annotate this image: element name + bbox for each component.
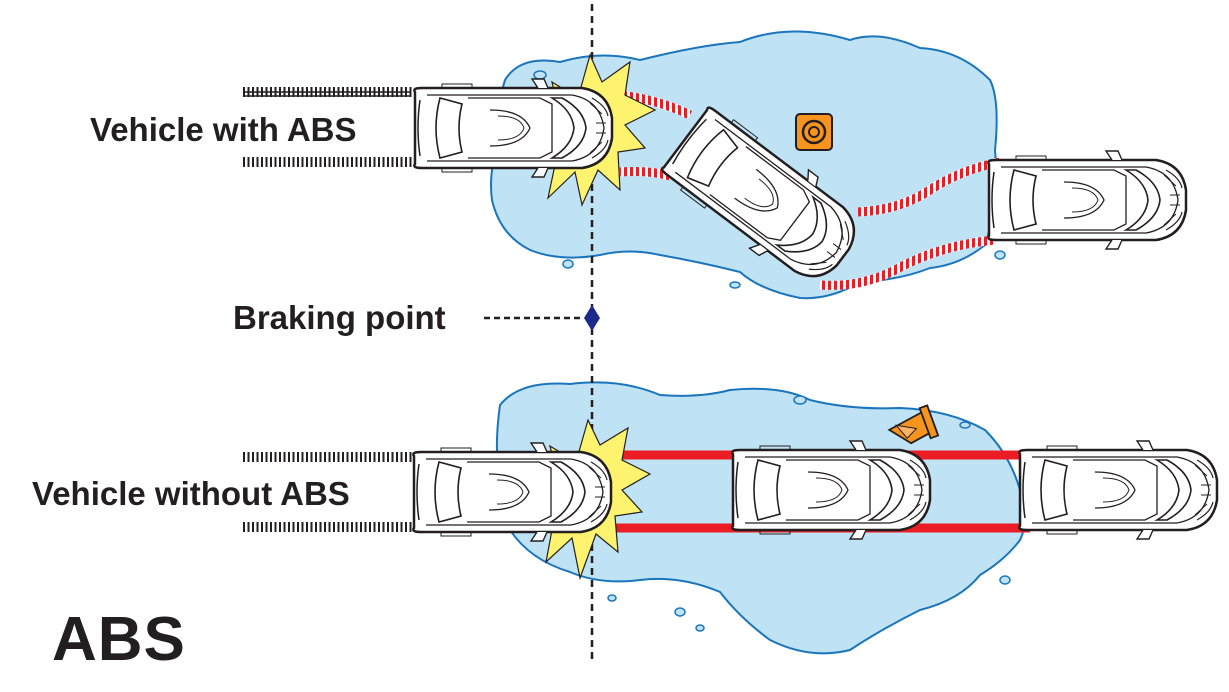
traffic-cone-icon <box>887 404 940 445</box>
diagram-title: ABS <box>52 605 186 674</box>
car-icon <box>987 149 1188 251</box>
traffic-cone-icon <box>795 113 833 151</box>
braking-point-marker <box>584 305 600 331</box>
label-braking-point: Braking point <box>233 299 446 336</box>
motion-lines-top <box>243 87 412 167</box>
motion-lines-icon <box>243 91 410 97</box>
water-droplets <box>533 70 1011 632</box>
motion-lines-bottom <box>243 452 412 532</box>
label-vehicle-with-abs: Vehicle with ABS <box>90 111 357 148</box>
car-icon <box>412 441 613 543</box>
car-icon <box>731 439 932 541</box>
car-icon <box>1018 439 1219 541</box>
label-vehicle-without-abs: Vehicle without ABS <box>32 475 350 512</box>
car-icon <box>413 77 614 179</box>
